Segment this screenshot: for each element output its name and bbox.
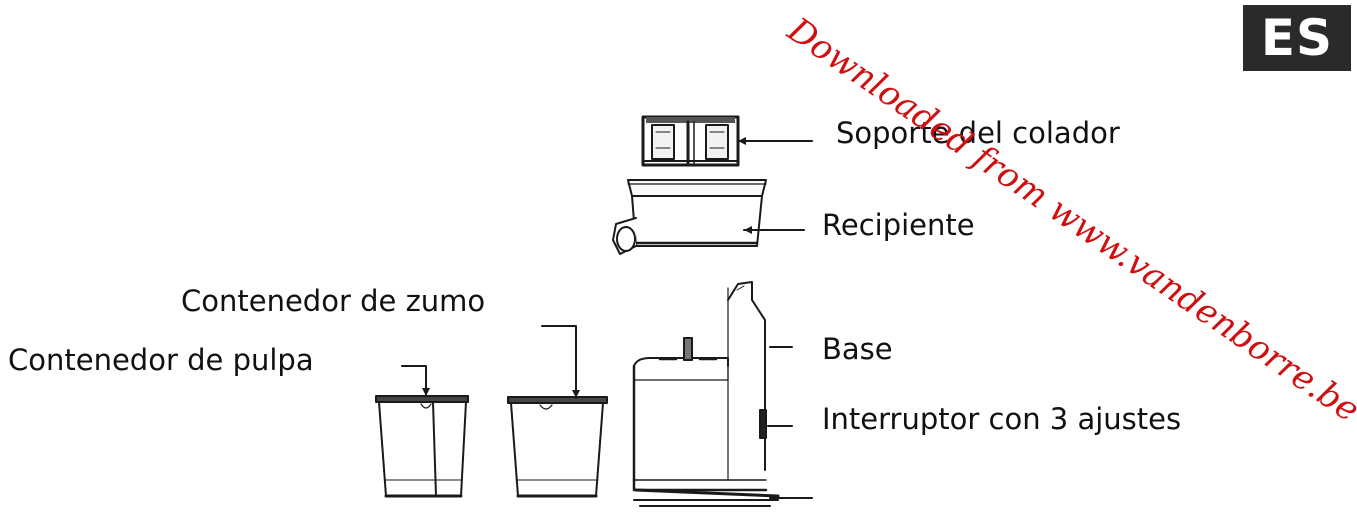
label-base: Base bbox=[822, 332, 893, 366]
language-badge: ES bbox=[1243, 5, 1351, 71]
leader-lines bbox=[401, 140, 813, 427]
leader-pulp-container bbox=[401, 365, 427, 397]
label-switch: Interruptor con 3 ajustes bbox=[822, 402, 1182, 436]
label-bowl: Recipiente bbox=[822, 208, 975, 242]
base-drawing bbox=[632, 281, 813, 507]
bowl-drawing bbox=[612, 179, 767, 255]
label-strainer-holder: Soporte del colador bbox=[836, 116, 1120, 150]
label-pulp-container: Contenedor de pulpa bbox=[8, 343, 314, 377]
strainer-holder-drawing bbox=[641, 115, 740, 167]
leader-juice-container bbox=[541, 325, 577, 399]
label-juice-container: Contenedor de zumo bbox=[181, 284, 486, 318]
pulp-container-drawing bbox=[375, 395, 469, 498]
juice-container-drawing bbox=[507, 396, 608, 498]
